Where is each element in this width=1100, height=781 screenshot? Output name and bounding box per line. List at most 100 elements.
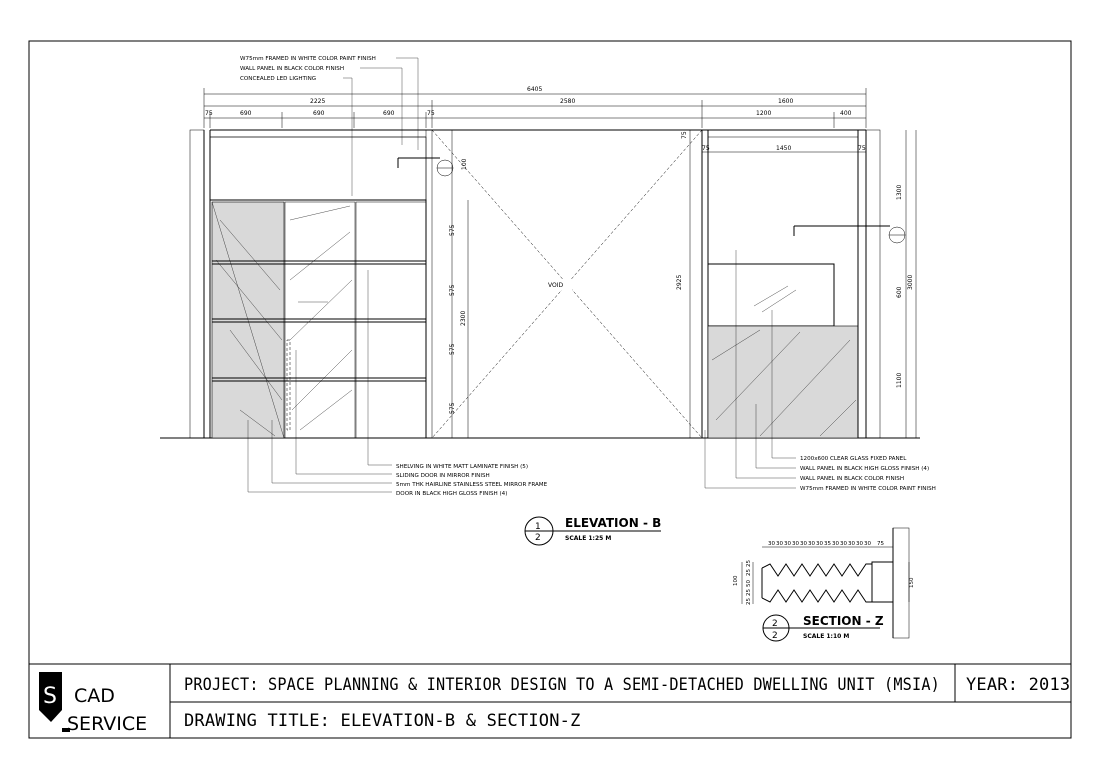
dim-r-1200: 1200 xyxy=(756,110,771,117)
project-title: PROJECT: SPACE PLANNING & INTERIOR DESIG… xyxy=(184,675,940,695)
sec-dim-5: 30 xyxy=(800,541,807,547)
section-left-dims: 100 25 25 50 25 25 150 xyxy=(733,560,915,605)
dim-r-75a: 75 xyxy=(702,145,710,152)
right-wall-hatch xyxy=(865,129,881,439)
sec-dim-14: 75 xyxy=(877,541,884,547)
logo-text-service: SERVICE xyxy=(67,713,147,735)
sheet-border xyxy=(28,40,1072,739)
dim-right-total: 1600 xyxy=(778,98,793,105)
section-top-dims: 30 30 30 30 30 30 30 35 30 30 30 30 30 7… xyxy=(768,541,884,547)
note-black-panel: WALL PANEL IN BLACK COLOR FINISH xyxy=(800,476,904,482)
dim-v-575a: 575 xyxy=(449,224,456,236)
dim-v-575d: 575 xyxy=(449,402,456,414)
clear-glass-panel xyxy=(707,263,835,327)
section-title: SECTION - Z xyxy=(803,614,884,628)
note-top-frame: W75mm FRAMED IN WHITE COLOR PAINT FINISH xyxy=(240,56,376,62)
note-white-frame: W75mm FRAMED IN WHITE COLOR PAINT FINISH xyxy=(800,486,936,492)
sec-dim-13: 30 xyxy=(864,541,871,547)
sec-dim-4: 30 xyxy=(792,541,799,547)
dim-r-1450: 1450 xyxy=(776,145,791,152)
sec-left-dim-5: 25 xyxy=(746,560,752,567)
note-glass-panel: 1200x600 CLEAR GLASS FIXED PANEL xyxy=(800,456,907,462)
elevation-tag-sheet: 2 xyxy=(535,533,541,543)
sec-dim-9: 30 xyxy=(832,541,839,547)
sec-left-dim-100: 100 xyxy=(733,575,739,586)
open-shelving xyxy=(355,201,427,439)
dim-l-690b: 690 xyxy=(313,110,325,117)
dim-v-2925: 2925 xyxy=(676,275,683,290)
section-scale: SCALE 1:10 M xyxy=(803,633,849,640)
dim-l-75b: 75 xyxy=(427,110,435,117)
section-frame xyxy=(871,561,894,603)
title-block: S CAD SERVICE PROJECT: SPACE PLANNING & … xyxy=(29,663,1071,738)
mirror-sliding-door xyxy=(284,201,356,439)
section-tag-sheet: 2 xyxy=(772,631,778,641)
dim-v-100: 100 xyxy=(461,158,468,170)
sec-dim-11: 30 xyxy=(848,541,855,547)
elevation-title-tag: 1 2 ELEVATION - B SCALE 1:25 M xyxy=(524,516,661,546)
black-gloss-wall-panel xyxy=(707,325,859,439)
year-label: YEAR: 2013 xyxy=(966,675,1070,695)
note-mirror-frame: 5mm THK HAIRLINE STAINLESS STEEL MIRROR … xyxy=(396,482,548,488)
void-cross-b xyxy=(431,129,703,439)
dim-top-75: 75 xyxy=(681,131,688,139)
sec-dim-2: 30 xyxy=(776,541,783,547)
sec-left-dim-1: 25 xyxy=(746,598,752,605)
dim-overall: 6405 xyxy=(527,86,542,93)
elevation-dimensions: 6405 2225 2580 1600 75 690 690 690 75 12… xyxy=(203,86,917,438)
sec-dim-7: 30 xyxy=(816,541,823,547)
sec-dim-10: 30 xyxy=(840,541,847,547)
void-label: VOID xyxy=(548,282,563,289)
dim-v-600: 600 xyxy=(896,286,903,298)
sec-left-dim-2: 25 xyxy=(746,589,752,596)
sec-dim-1: 30 xyxy=(768,541,775,547)
note-sliding-door: SLIDING DOOR IN MIRROR FINISH xyxy=(396,473,490,479)
elevation-title: ELEVATION - B xyxy=(565,516,661,530)
logo-letter: S xyxy=(43,684,57,709)
dim-mid-total: 2580 xyxy=(560,98,575,105)
elevation-tag-number: 1 xyxy=(535,522,541,532)
fluted-profile-top xyxy=(761,563,872,577)
left-wall-hatch xyxy=(189,129,205,439)
elevation-scale: SCALE 1:25 M xyxy=(565,535,611,542)
fluted-profile-bottom xyxy=(761,589,872,603)
sec-left-dim-3: 50 xyxy=(746,580,752,587)
dim-l-75a: 75 xyxy=(205,110,213,117)
dim-v-2300: 2300 xyxy=(460,311,467,326)
dim-r-400: 400 xyxy=(840,110,852,117)
void-cross-a xyxy=(431,129,703,439)
sec-left-dim-4: 25 xyxy=(746,569,752,576)
dim-v-1100: 1100 xyxy=(896,373,903,388)
dim-v-3000: 3000 xyxy=(907,275,914,290)
cad-service-logo xyxy=(39,672,62,722)
logo-text-cad: CAD xyxy=(74,685,115,707)
note-shelving: SHELVING IN WHITE MATT LAMINATE FINISH (… xyxy=(396,464,528,470)
sec-dim-12: 30 xyxy=(856,541,863,547)
dim-l-690c: 690 xyxy=(383,110,395,117)
note-top-led: CONCEALED LED LIGHTING xyxy=(240,76,316,82)
dim-v-1300: 1300 xyxy=(896,185,903,200)
sec-dim-3: 30 xyxy=(784,541,791,547)
sec-right-dim: 150 xyxy=(909,577,915,588)
sec-dim-6: 30 xyxy=(808,541,815,547)
dim-v-575c: 575 xyxy=(449,343,456,355)
dim-r-75b: 75 xyxy=(858,145,866,152)
note-gloss-panel: WALL PANEL IN BLACK HIGH GLOSS FINISH (4… xyxy=(800,466,929,472)
section-z-drawing xyxy=(741,527,910,639)
note-top-wall-panel: WALL PANEL IN BLACK COLOR FINISH xyxy=(240,66,344,72)
right-callouts: 1200x600 CLEAR GLASS FIXED PANEL WALL PA… xyxy=(704,250,936,492)
ribbed-wall-panel-left xyxy=(209,136,427,201)
left-callouts: SHELVING IN WHITE MATT LAMINATE FINISH (… xyxy=(247,270,548,497)
top-callouts: W75mm FRAMED IN WHITE COLOR PAINT FINISH… xyxy=(240,56,419,196)
drawing-title: DRAWING TITLE: ELEVATION-B & SECTION-Z xyxy=(184,711,581,731)
sec-dim-8: 35 xyxy=(824,541,831,547)
elevation-b-drawing: VOID xyxy=(160,129,920,439)
dim-l-690a: 690 xyxy=(240,110,252,117)
section-title-tag: 2 2 SECTION - Z SCALE 1:10 M xyxy=(762,614,884,642)
dim-v-575b: 575 xyxy=(449,284,456,296)
section-tag-number: 2 xyxy=(772,619,778,629)
dim-left-total: 2225 xyxy=(310,98,325,105)
note-door-gloss: DOOR IN BLACK HIGH GLOSS FINISH (4) xyxy=(396,491,507,497)
